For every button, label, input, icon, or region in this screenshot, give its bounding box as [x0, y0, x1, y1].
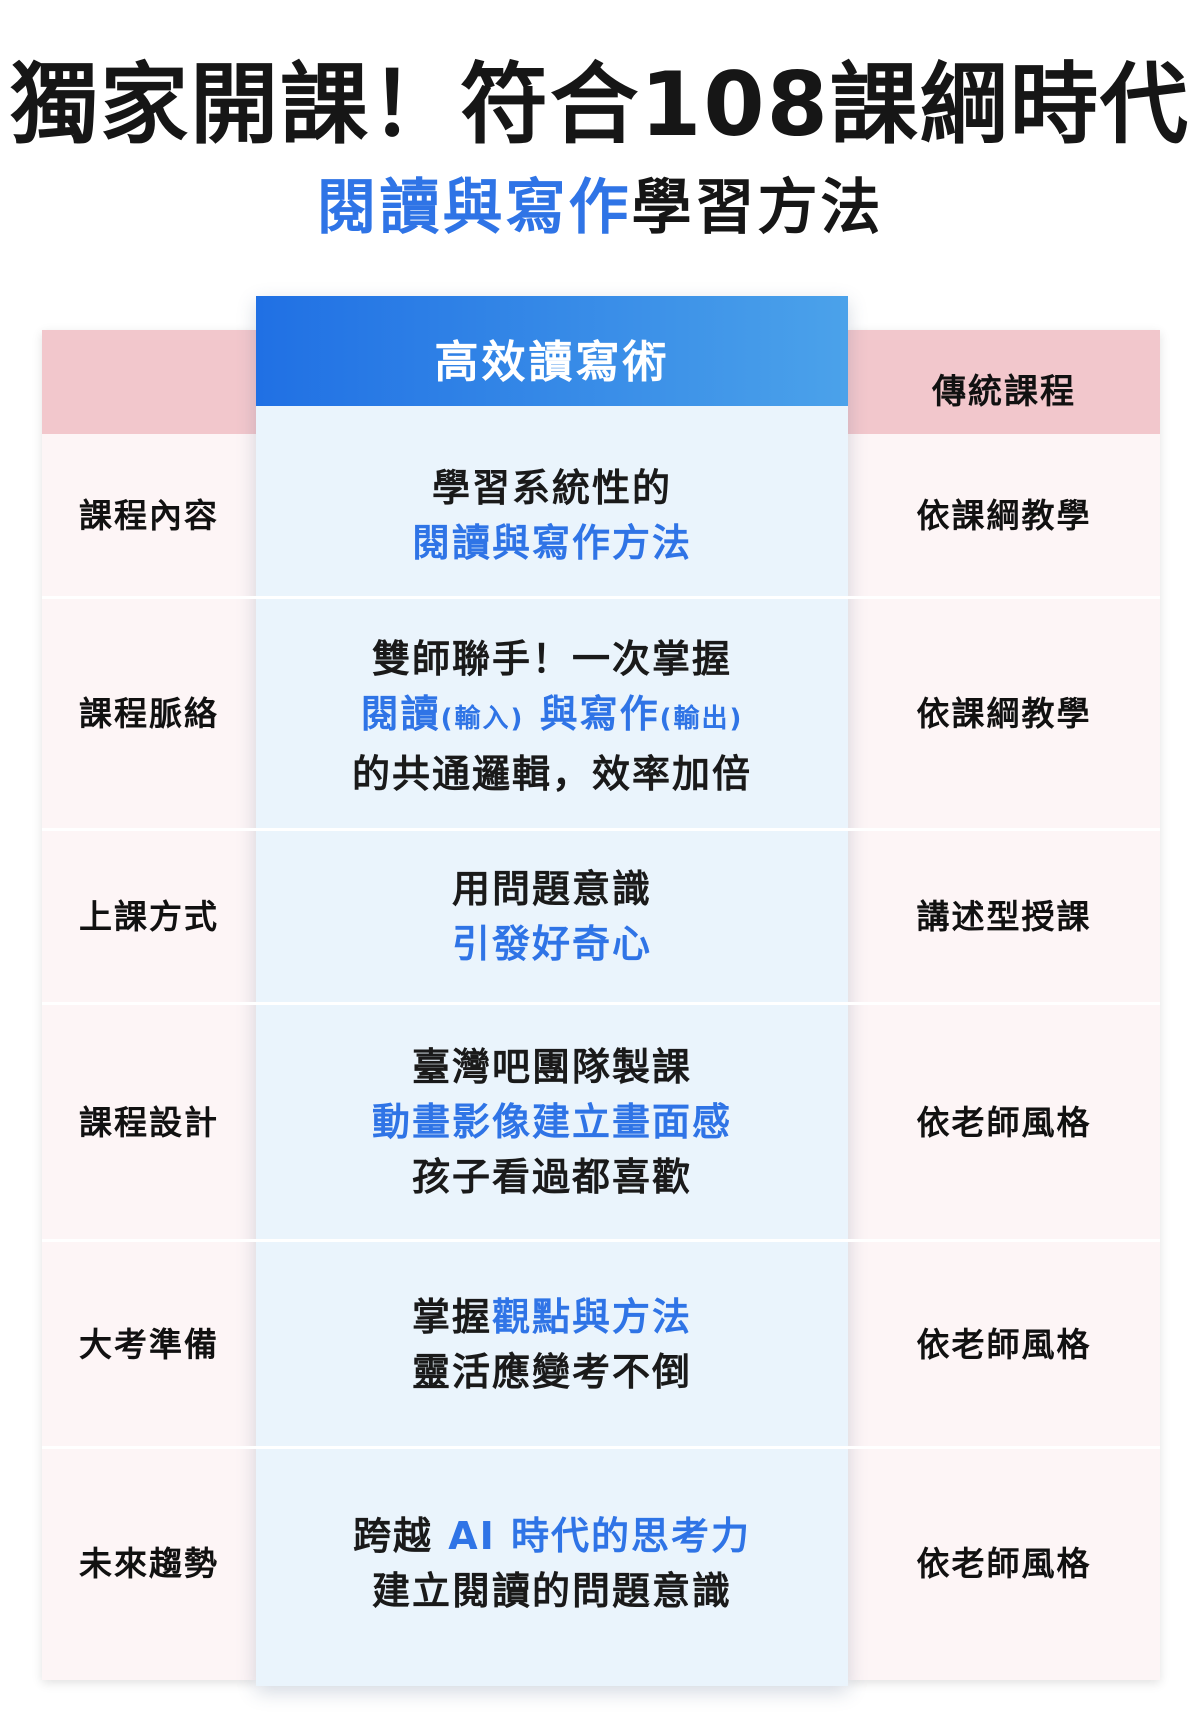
row-label: 未來趨勢 [79, 1544, 219, 1583]
highlight-text: (輸入) [440, 703, 525, 734]
featured-header-label: 高效讀寫術 [434, 337, 670, 388]
row-label: 大考準備 [79, 1324, 219, 1364]
row-label: 課程脈絡 [79, 694, 219, 733]
body-text: 學習系統性的 [431, 466, 672, 510]
label-column-header [42, 330, 256, 434]
featured-cell-line: 臺灣吧團隊製課 [256, 1040, 848, 1095]
body-text: 臺灣吧團隊製課 [411, 1045, 692, 1089]
body-text: 跨越 [352, 1514, 449, 1558]
traditional-column: 傳統課程 [848, 330, 1160, 1680]
highlight-text: 動畫影像建立畫面感 [371, 1100, 732, 1144]
featured-cell-line: 建立閱讀的問題意識 [256, 1564, 848, 1619]
row-divider [42, 1446, 1160, 1449]
body-text: 用問題意識 [451, 867, 652, 911]
traditional-header-label: 傳統課程 [932, 372, 1076, 412]
body-text: 掌握 [411, 1294, 492, 1339]
highlight-text: 寫作 [579, 691, 660, 736]
traditional-cell: 依老師風格 [916, 1324, 1092, 1364]
subtitle-rest: 學習方法 [631, 173, 884, 243]
row-divider [42, 828, 1160, 831]
featured-cell: 學習系統性的閱讀與寫作方法 [256, 461, 848, 571]
featured-cell-line: 引發好奇心 [256, 917, 848, 972]
traditional-cell: 依課綱教學 [916, 496, 1092, 535]
row-divider [42, 1239, 1160, 1242]
featured-cell-line: 孩子看過都喜歡 [256, 1150, 848, 1205]
highlight-text: 與 [524, 691, 580, 736]
row-label: 上課方式 [79, 897, 219, 936]
row-label: 課程設計 [79, 1102, 219, 1142]
featured-cell: 跨越 AI 時代的思考力建立閱讀的問題意識 [256, 1509, 848, 1619]
highlight-text: 觀點與方法 [492, 1294, 693, 1339]
body-text: 雙師聯手！一次掌握 [371, 636, 732, 681]
body-text: 建立閱讀的問題意識 [371, 1569, 732, 1613]
featured-cell-line: 閱讀(輸入) 與寫作(輸出) [256, 687, 848, 747]
traditional-cell: 依課綱教學 [916, 694, 1092, 733]
featured-cell-line: 靈活應變考不倒 [256, 1345, 848, 1400]
page-title: 獨家開課！符合108課綱時代 [10, 53, 1190, 156]
highlight-text: AI 時代的思考力 [448, 1514, 751, 1558]
featured-cell: 掌握觀點與方法靈活應變考不倒 [256, 1290, 848, 1400]
featured-cell-line: 用問題意識 [256, 862, 848, 917]
row-label: 課程內容 [79, 496, 219, 535]
featured-cell: 臺灣吧團隊製課動畫影像建立畫面感孩子看過都喜歡 [256, 1040, 848, 1205]
page-subtitle: 閱讀與寫作學習方法 [0, 168, 1200, 248]
featured-cell: 雙師聯手！一次掌握閱讀(輸入) 與寫作(輸出)的共通邏輯，效率加倍 [256, 632, 848, 802]
traditional-column-header: 傳統課程 [848, 330, 1160, 434]
featured-cell-line: 學習系統性的 [256, 461, 848, 516]
featured-column-header: 高效讀寫術 [256, 296, 848, 406]
highlight-text: (輸出) [659, 703, 744, 734]
body-text: 孩子看過都喜歡 [411, 1155, 692, 1199]
featured-cell: 用問題意識引發好奇心 [256, 862, 848, 972]
featured-cell-line: 雙師聯手！一次掌握 [256, 632, 848, 687]
body-text: 靈活應變考不倒 [411, 1349, 692, 1394]
featured-cell-line: 的共通邏輯，效率加倍 [256, 747, 848, 802]
featured-column: 高效讀寫術 [256, 296, 848, 1686]
subtitle-highlight: 閱讀與寫作 [316, 173, 632, 243]
highlight-text: 引發好奇心 [451, 922, 652, 966]
featured-cell-line: 閱讀與寫作方法 [256, 516, 848, 571]
highlight-text: 閱讀 [360, 691, 441, 736]
row-divider [42, 1002, 1160, 1005]
label-column [42, 330, 256, 1680]
featured-cell-line: 動畫影像建立畫面感 [256, 1095, 848, 1150]
body-text: 的共通邏輯，效率加倍 [351, 751, 752, 796]
featured-cell-line: 掌握觀點與方法 [256, 1290, 848, 1345]
traditional-cell: 講述型授課 [916, 897, 1092, 936]
comparison-table: 傳統課程 高效讀寫術 課程內容依課綱教學學習系統性的閱讀與寫作方法課程脈絡依課綱… [42, 296, 1160, 1686]
row-divider [42, 596, 1160, 599]
featured-cell-line: 跨越 AI 時代的思考力 [256, 1509, 848, 1564]
traditional-cell: 依老師風格 [916, 1544, 1092, 1583]
traditional-cell: 依老師風格 [916, 1102, 1092, 1142]
highlight-text: 閱讀與寫作方法 [411, 521, 692, 565]
